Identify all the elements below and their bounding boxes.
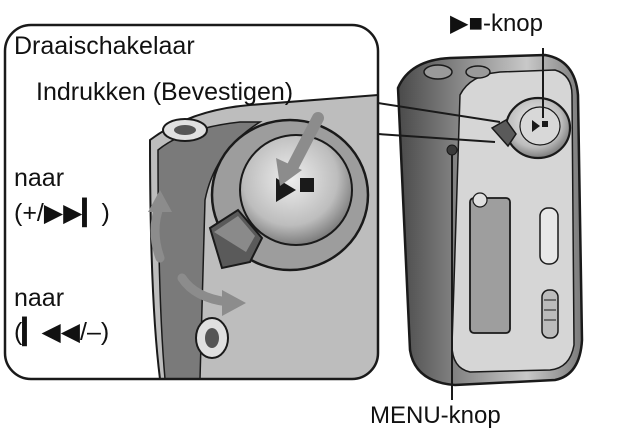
player-display — [469, 197, 511, 334]
toward-prev-label-1: naar — [14, 284, 65, 312]
toward-next-label-2: (+/▶▶▎) — [14, 199, 110, 227]
play-stop-button-label: ▶■-knop — [450, 10, 543, 37]
menu-button-label: MENU-knop — [370, 402, 501, 429]
dial-title-label: Draaischakelaar — [14, 32, 195, 60]
callout-frame — [3, 23, 380, 381]
press-arrow — [286, 112, 324, 174]
player — [396, 53, 584, 387]
player-menu-button — [446, 144, 458, 156]
toward-prev-label-2: (▎◀◀/–) — [14, 318, 110, 346]
rotate-up-arrow — [150, 200, 165, 263]
zoom-stop-icon — [300, 178, 314, 192]
press-confirm-label: Indrukken (Bevestigen) — [36, 78, 294, 106]
toward-next-label-1: naar — [14, 164, 65, 192]
leader-lines — [377, 48, 544, 400]
callout-zoom — [3, 23, 380, 381]
